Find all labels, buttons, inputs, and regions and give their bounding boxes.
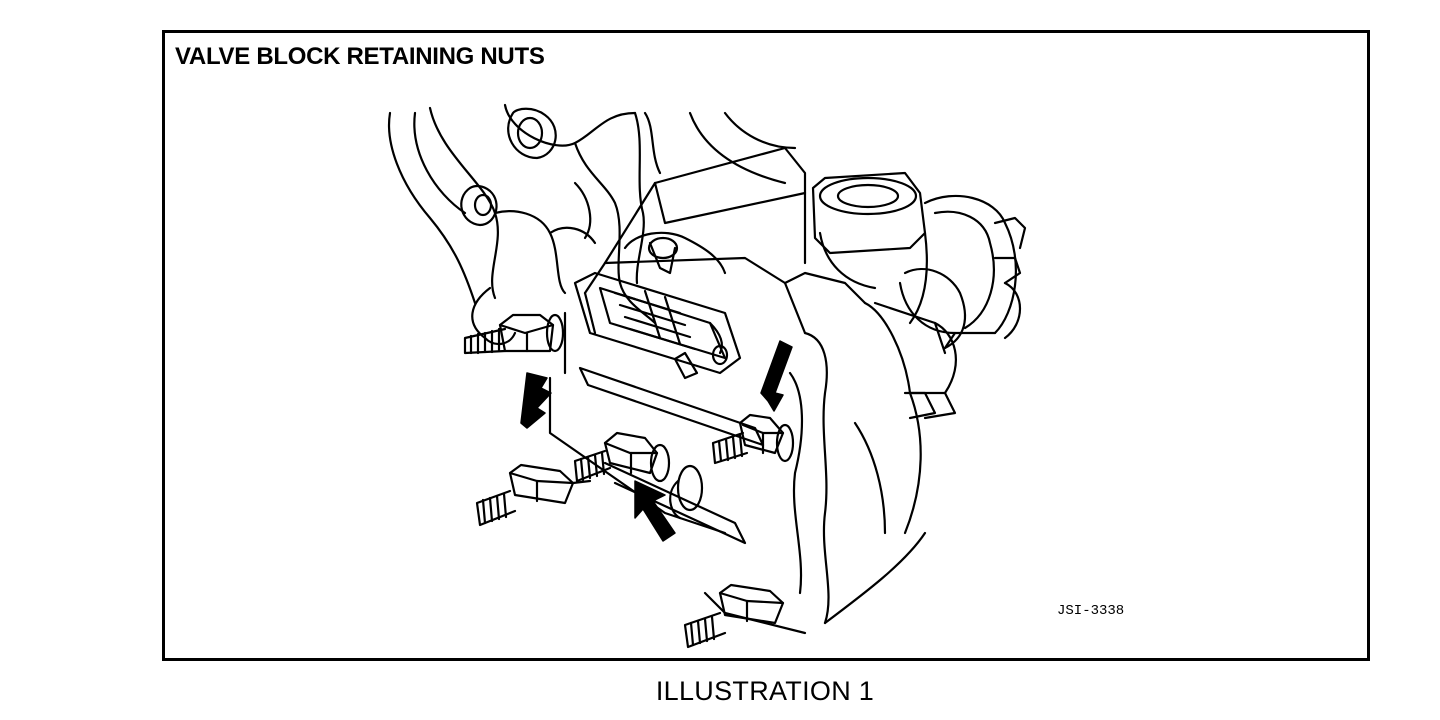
arrow-right — [760, 340, 793, 412]
housing-casting — [388, 103, 797, 346]
indicator-arrows — [520, 340, 793, 542]
mounting-stud-left — [475, 463, 592, 527]
mounting-stud-bottom — [683, 583, 785, 649]
retaining-nut-lower — [573, 431, 704, 520]
arrow-upper-left — [520, 372, 552, 429]
figure-title: VALVE BLOCK RETAINING NUTS — [175, 43, 545, 70]
arrow-bottom — [634, 480, 676, 542]
illustration-caption: ILLUSTRATION 1 — [655, 676, 875, 706]
valve-block-drawing — [388, 103, 1027, 649]
connector — [573, 231, 742, 380]
illustration-frame: VALVE BLOCK RETAINING NUTS — [162, 30, 1370, 661]
retaining-nut-right — [711, 413, 795, 465]
retaining-nut-upper — [463, 313, 565, 355]
pipe-fitting — [811, 171, 1027, 420]
valve-block-body — [548, 146, 957, 635]
drawing-code: JSI-3338 — [1057, 603, 1125, 619]
